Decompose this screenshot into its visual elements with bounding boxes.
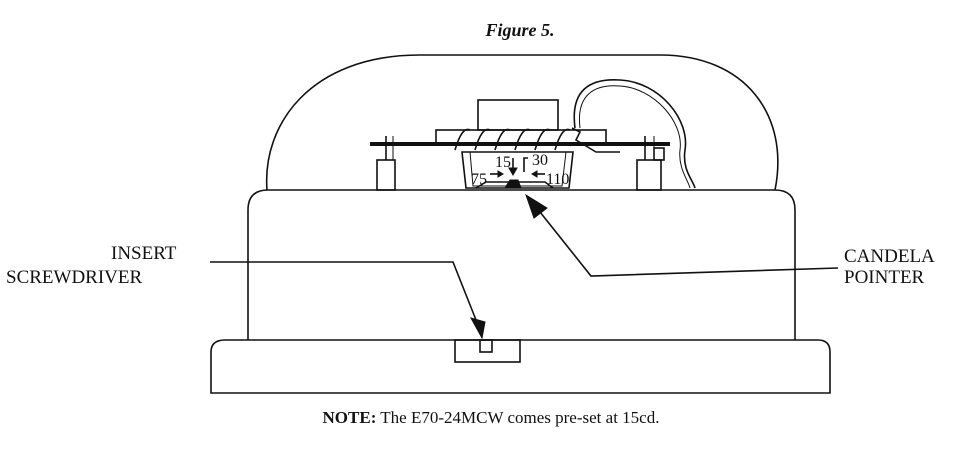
scale-label-75: 75 <box>471 171 487 188</box>
scale-label-30: 30 <box>532 152 548 169</box>
candela-label-line1: CANDELA <box>844 246 935 267</box>
insert-screwdriver-leader <box>210 261 486 340</box>
note-body: The E70-24MCW comes pre-set at 15cd. <box>376 408 659 427</box>
scale-label-15: 15 <box>495 154 511 171</box>
insert-label-line2: SCREWDRIVER <box>6 267 143 288</box>
figure-title: Figure 5. <box>484 20 554 40</box>
screwdriver-slot-inner <box>479 339 493 353</box>
mounting-base <box>210 339 831 394</box>
dome-lens <box>265 54 779 191</box>
internal-mechanism <box>370 79 696 191</box>
insert-label-line1: INSERT <box>111 243 177 264</box>
screwdriver-slot <box>454 339 521 363</box>
candela-label-line2: POINTER <box>844 267 925 288</box>
candela-pointer-leader <box>525 193 839 277</box>
scale-label-110: 110 <box>546 171 569 188</box>
note-text: NOTE: The E70-24MCW comes pre-set at 15c… <box>323 408 660 427</box>
candela-dial <box>461 151 574 189</box>
housing-body <box>247 189 796 340</box>
note-prefix: NOTE: <box>323 408 377 427</box>
